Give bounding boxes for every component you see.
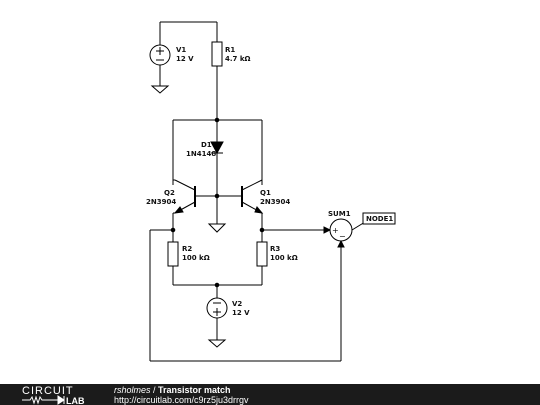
v2-source[interactable]	[206, 297, 228, 319]
r3-value: 100 kΩ	[270, 254, 298, 262]
r1-value: 4.7 kΩ	[225, 55, 250, 63]
footer-text: rsholmes / Transistor match http://circu…	[114, 385, 249, 405]
node1-label: NODE1	[366, 215, 393, 223]
v1-value: 12 V	[176, 55, 194, 63]
circuitlab-logo[interactable]: CIRCUIT LAB	[0, 384, 100, 405]
r2-ref: R2	[182, 245, 192, 253]
node1-tag[interactable]	[362, 212, 396, 225]
v1-ref: V1	[176, 46, 186, 54]
circuit-schematic: V1 12 V R1 4.7 kΩ D1 1N4148 Q2 2N3904 Q1…	[146, 21, 396, 362]
circuit-url-link[interactable]: http://circuitlab.com/c9rz5ju3drrgv	[114, 395, 249, 405]
r1-resistor[interactable]	[211, 41, 223, 67]
circuit-title[interactable]: Transistor match	[158, 385, 231, 395]
footer-bar: CIRCUIT LAB rsholmes / Transistor match …	[0, 384, 540, 405]
sum1-ref: SUM1	[328, 210, 351, 218]
logo-bottom-text: LAB	[66, 396, 85, 405]
center-ground-symbol	[207, 223, 227, 233]
r2-value: 100 kΩ	[182, 254, 210, 262]
author-name[interactable]: rsholmes	[114, 385, 151, 395]
sum1-plus-sign: +	[332, 226, 339, 235]
r3-resistor[interactable]	[256, 241, 268, 267]
d1-value: 1N4148	[186, 150, 216, 158]
q1-transistor[interactable]	[241, 179, 264, 214]
r3-ref: R3	[270, 245, 280, 253]
sum1-minus-sign: −	[339, 232, 346, 241]
q2-transistor[interactable]	[173, 179, 196, 214]
logo-resistor-icon	[22, 395, 65, 405]
r2-resistor[interactable]	[167, 241, 179, 267]
d1-ref: D1	[201, 141, 212, 149]
v2-value: 12 V	[232, 309, 250, 317]
logo-top-text: CIRCUIT	[22, 385, 74, 397]
v2-ground-symbol	[207, 339, 227, 348]
footer-title-line: rsholmes / Transistor match	[114, 385, 249, 395]
v1-ground-symbol	[150, 85, 170, 94]
r1-ref: R1	[225, 46, 235, 54]
v1-source[interactable]	[149, 22, 171, 86]
footer-separator: /	[150, 385, 159, 395]
v2-ref: V2	[232, 300, 242, 308]
q1-value: 2N3904	[260, 198, 290, 206]
q2-value: 2N3904	[146, 198, 176, 206]
q2-ref: Q2	[164, 189, 175, 197]
q1-ref: Q1	[260, 189, 271, 197]
